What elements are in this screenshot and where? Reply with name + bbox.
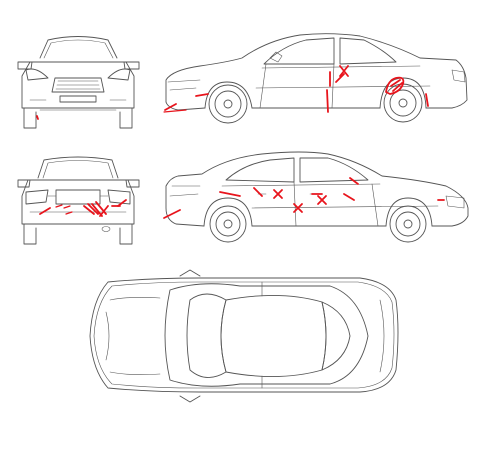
car-top-view-icon xyxy=(89,269,399,403)
damage-marks-right-side xyxy=(163,65,429,113)
damage-marks-rear xyxy=(39,199,127,217)
car-right-side-view-icon xyxy=(165,33,468,124)
damage-marks-front xyxy=(36,115,39,120)
car-rear-view-icon xyxy=(17,156,140,245)
car-front-view-icon xyxy=(17,36,140,129)
damage-marks-left-side xyxy=(163,177,445,219)
car-left-side-view-icon xyxy=(165,151,469,243)
